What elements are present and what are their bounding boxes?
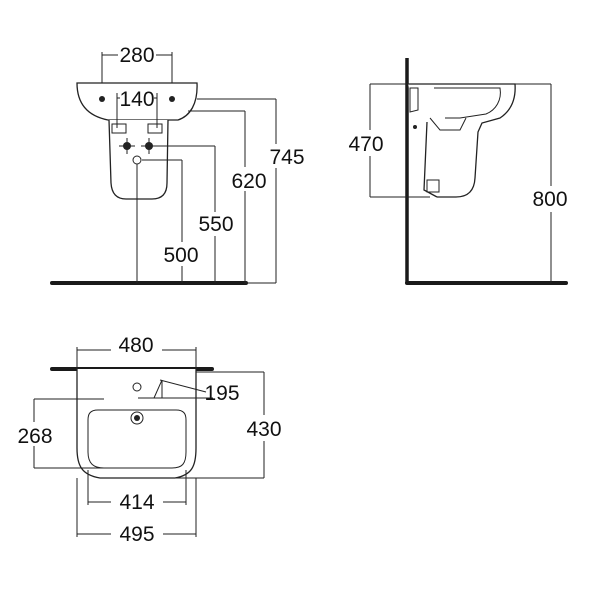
front-view: 280 140 745 620 550 500 [50,44,305,285]
top-bowl-outline [87,409,187,469]
dim-front-height-total: 745 [269,146,304,169]
front-basin-outline [76,82,198,121]
side-bracket [409,87,419,113]
front-tap-hole-right [169,96,175,102]
side-pedestal-outline [423,121,438,198]
dim-side-height: 800 [532,188,567,211]
front-valve-left-icon [119,138,135,154]
dim-top-overall-depth: 430 [246,418,281,441]
dim-top-overall-width: 480 [118,334,153,357]
dim-top-outer-width: 495 [119,523,154,546]
side-basin-inner [434,87,501,119]
top-tap-hole [132,382,142,392]
front-pedestal-outline [108,119,169,200]
side-view: 470 800 [348,58,568,285]
side-basin-outline [408,83,516,198]
dim-top-depth-to-hole: 195 [204,382,239,405]
dim-top-bowl-width: 414 [119,491,154,514]
side-trap-pipe [429,117,467,131]
front-supply-bracket-left [111,123,127,134]
side-fixing-point [413,125,417,129]
front-valve-right-icon [141,138,157,154]
dim-front-tap-spacing: 140 [119,88,154,111]
dim-front-width: 280 [119,44,154,67]
side-waste-pipe [426,179,440,193]
dim-front-height-supply: 500 [163,244,198,267]
dim-side-projection: 470 [348,133,383,156]
dim-front-height-rim: 620 [231,170,266,193]
dim-front-height-waste: 550 [198,213,233,236]
top-overflow-hole [130,411,144,425]
top-view: 480 195 268 430 414 495 [17,334,281,546]
front-supply-bracket-right [147,123,163,134]
dim-top-bowl-depth: 268 [17,425,52,448]
front-tap-hole-left [99,96,105,102]
